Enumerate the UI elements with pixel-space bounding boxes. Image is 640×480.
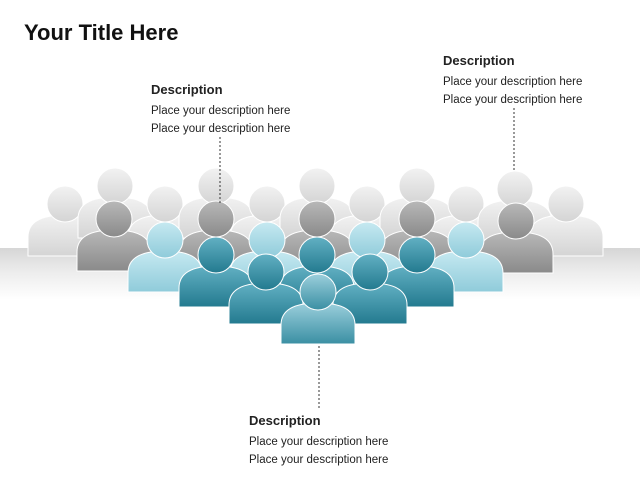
person-head: [398, 236, 436, 274]
description-right-line: Place your description here: [443, 76, 583, 88]
person-head: [351, 253, 389, 291]
person-head: [299, 273, 337, 311]
person-head: [197, 167, 235, 205]
description-right: Description Place your description here …: [443, 53, 582, 109]
description-left-line: Place your description here: [151, 123, 291, 135]
person-head: [496, 170, 534, 208]
person-head: [348, 221, 386, 259]
person-head: [298, 167, 336, 205]
description-left-heading: Description: [151, 82, 223, 97]
person-head: [248, 221, 286, 259]
person-head: [348, 185, 386, 223]
slide-title: Your Title Here: [24, 20, 179, 45]
people-group: [27, 167, 604, 345]
description-bottom-line: Place your description here: [249, 454, 389, 466]
description-bottom: Description Place your description here …: [249, 413, 388, 469]
person-head: [547, 185, 585, 223]
person-head: [398, 200, 436, 238]
description-right-line: Place your description here: [443, 94, 583, 106]
person-head: [96, 167, 134, 205]
person-icon: [280, 273, 356, 345]
person-head: [447, 221, 485, 259]
person-head: [46, 185, 84, 223]
description-bottom-line: Place your description here: [249, 436, 389, 448]
connector-group: [219, 108, 515, 410]
person-head: [398, 167, 436, 205]
person-head: [298, 200, 336, 238]
description-right-heading: Description: [443, 53, 515, 68]
person-head: [95, 200, 133, 238]
description-bottom-heading: Description: [249, 413, 321, 428]
description-left: Description Place your description here …: [151, 82, 290, 138]
person-head: [197, 200, 235, 238]
person-head: [146, 185, 184, 223]
person-head: [197, 236, 235, 274]
person-head: [298, 236, 336, 274]
person-head: [146, 221, 184, 259]
person-head: [247, 253, 285, 291]
description-left-line: Place your description here: [151, 105, 291, 117]
person-head: [497, 202, 535, 240]
person-head: [248, 185, 286, 223]
